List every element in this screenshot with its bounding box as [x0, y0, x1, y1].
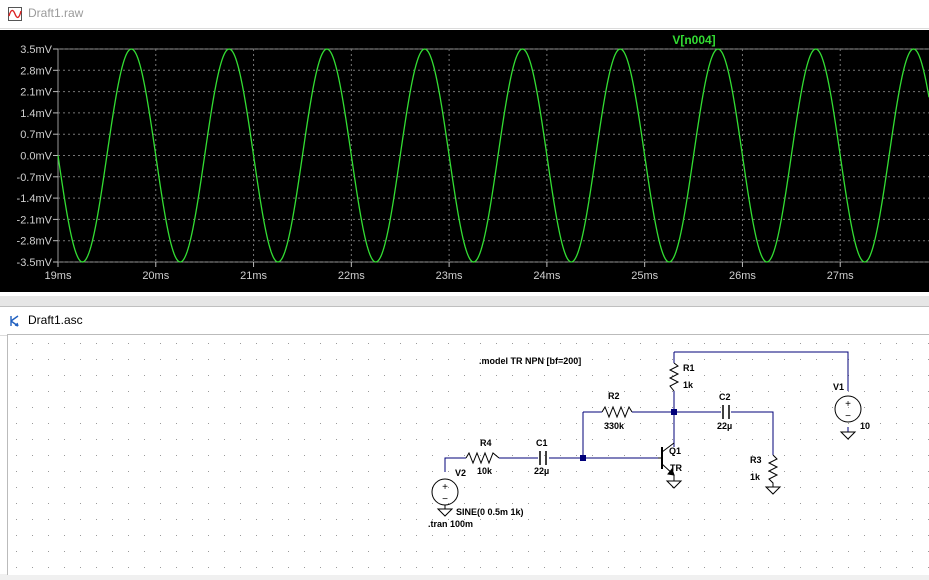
r2-name: R2 [608, 391, 620, 401]
r1-name: R1 [683, 363, 695, 373]
junction-dot [580, 455, 586, 461]
q1-model: TR [670, 463, 682, 473]
r2-value: 330k [604, 421, 625, 431]
x-tick-label: 24ms [533, 270, 560, 282]
waveform-window-title: Draft1.raw [28, 6, 84, 20]
svg-text:−: − [845, 411, 851, 422]
x-axis-ticks: 19ms20ms21ms22ms23ms24ms25ms26ms27ms2 [45, 262, 854, 282]
schematic-window: Draft1.asc [0, 306, 929, 575]
resistor-r1[interactable] [668, 362, 680, 392]
voltage-source-v1[interactable]: + − [834, 395, 862, 440]
y-tick-label: -3.5mV [17, 257, 53, 269]
y-tick-label: 2.8mV [20, 65, 52, 77]
resistor-r2[interactable] [601, 405, 633, 419]
schematic-app-icon [10, 315, 19, 327]
x-tick-label: 21ms [240, 270, 267, 282]
v1-value: 10 [860, 421, 870, 431]
v2-value: SINE(0 0.5m 1k) [456, 507, 524, 517]
x-tick-label: 22ms [338, 270, 365, 282]
model-directive[interactable]: .model TR NPN [bf=200] [479, 356, 581, 366]
y-tick-label: 0.7mV [20, 129, 52, 141]
resistor-r3[interactable] [767, 454, 779, 487]
x-tick-label: 23ms [436, 270, 463, 282]
v1-name: V1 [833, 382, 844, 392]
plot-canvas[interactable]: 3.5mV 2.8mV 2.1mV 1.4mV 0.7mV 0.0mV -0.7mV -1.4… [0, 30, 929, 292]
r3-value: 1k [750, 472, 761, 482]
x-tick-label: 27ms [827, 270, 854, 282]
wires [444, 351, 849, 472]
r4-name: R4 [480, 438, 492, 448]
c1-value: 22µ [534, 466, 549, 476]
y-tick-label: 1.4mV [20, 108, 52, 120]
junction-dot [671, 409, 677, 415]
y-tick-label: -2.8mV [17, 236, 53, 248]
c2-value: 22µ [717, 421, 732, 431]
capacitor-c2[interactable] [722, 405, 730, 419]
x-tick-label: 25ms [631, 270, 658, 282]
trace-label[interactable]: V[n004] [672, 33, 715, 47]
r3-name: R3 [750, 455, 762, 465]
tran-directive[interactable]: .tran 100m [428, 519, 473, 529]
schematic-window-title: Draft1.asc [28, 313, 83, 327]
waveform-titlebar[interactable]: Draft1.raw [0, 0, 929, 29]
v2-name: V2 [455, 468, 466, 478]
plot-grid [57, 48, 929, 263]
y-tick-label: 2.1mV [20, 87, 52, 99]
waveform-window: Draft1.raw 3.5mV 2.8mV 2.1mV 1.4mV 0.7mV 0.0m… [0, 0, 929, 296]
c2-name: C2 [719, 392, 731, 402]
x-tick-label: 20ms [142, 270, 169, 282]
schematic-svg[interactable]: + − + − .model TR NPN [bf=200] R1 1k R2 … [8, 335, 929, 575]
y-tick-label: -0.7mV [17, 172, 53, 184]
waveform-app-icon [8, 7, 22, 21]
voltage-source-v2[interactable]: + − [431, 478, 459, 517]
transistor-q1[interactable] [658, 442, 683, 489]
y-tick-label: -2.1mV [17, 214, 53, 226]
svg-text:+: + [845, 399, 851, 410]
x-tick-label: 19ms [45, 270, 72, 282]
svg-text:+: + [442, 482, 448, 493]
trace-v-n004 [57, 48, 929, 263]
svg-text:−: − [442, 494, 448, 505]
r1-value: 1k [683, 380, 694, 390]
y-axis-ticks: 3.5mV 2.8mV 2.1mV 1.4mV 0.7mV 0.0mV -0.7mV -1.4… [17, 44, 58, 269]
schematic-canvas[interactable]: + − + − .model TR NPN [bf=200] R1 1k R2 … [7, 334, 929, 575]
capacitor-c1[interactable] [539, 451, 547, 465]
x-tick-label: 26ms [729, 270, 756, 282]
waveform-plot[interactable]: 3.5mV 2.8mV 2.1mV 1.4mV 0.7mV 0.0mV -0.7mV -1.4… [0, 30, 929, 292]
r4-value: 10k [477, 466, 493, 476]
y-tick-label: 0.0mV [20, 151, 52, 163]
y-tick-label: -1.4mV [17, 193, 53, 205]
resistor-r4[interactable] [465, 451, 500, 465]
c1-name: C1 [536, 438, 548, 448]
grid-dots [16, 343, 929, 568]
ground-symbol [764, 486, 782, 495]
schematic-titlebar[interactable]: Draft1.asc [0, 307, 929, 336]
q1-name: Q1 [669, 446, 681, 456]
window-separator [0, 296, 929, 306]
y-tick-label: 3.5mV [20, 44, 52, 56]
